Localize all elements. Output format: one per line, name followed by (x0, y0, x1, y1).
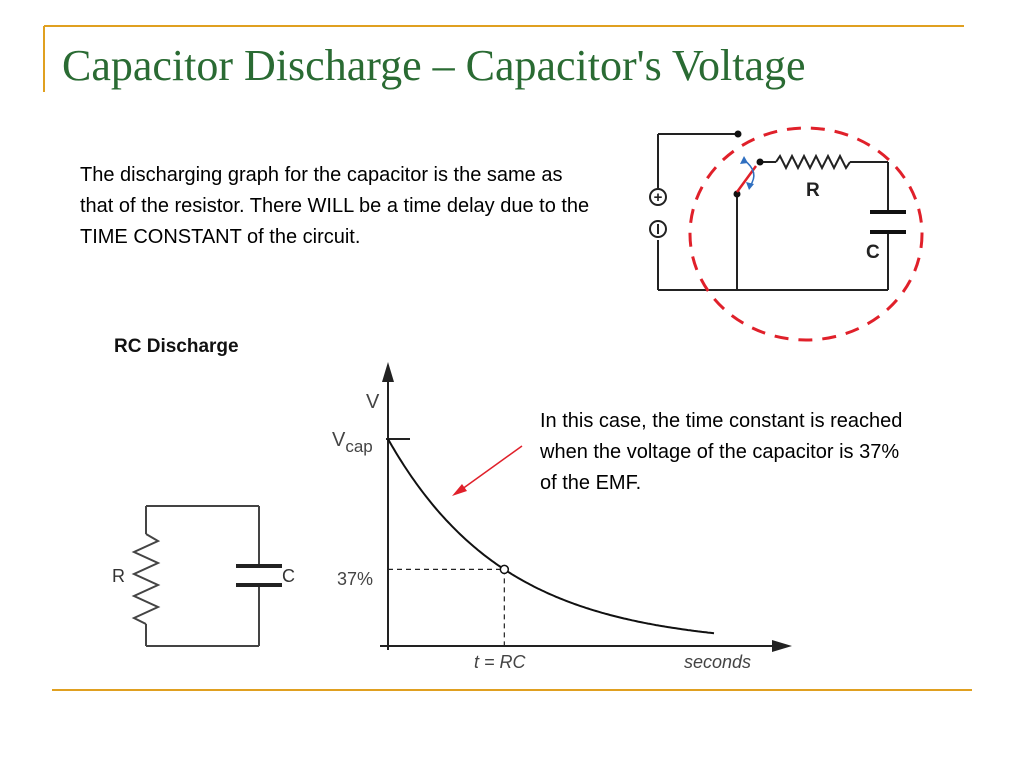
rc-schematic (131, 505, 260, 647)
circuit-resistor-label: R (806, 180, 820, 201)
graph-y-axis-arrow (382, 362, 394, 382)
rc-discharge-heading: RC Discharge (114, 336, 239, 357)
time-constant-note: In this case, the time constant is reach… (540, 410, 903, 494)
pointer-arrow-head (452, 484, 467, 496)
switch-arrow-head-bottom (746, 182, 754, 190)
time-constant-label: t = RC (474, 652, 527, 672)
level-label: 37% (337, 569, 373, 589)
terminal-top (734, 130, 742, 138)
switch-arrow-head-top (740, 156, 748, 164)
rc-capacitor-label: C (282, 566, 295, 586)
terminal-resistor (756, 158, 764, 166)
vcap-main: V (332, 429, 346, 451)
time-constant-point (499, 564, 510, 575)
intro-paragraph: The discharging graph for the capacitor … (80, 164, 590, 248)
resistor-zigzag (775, 153, 851, 171)
battery-plus-icon (649, 188, 667, 206)
terminal-switch (733, 190, 741, 198)
rc-resistor-zigzag (131, 533, 161, 625)
vcap-sub: cap (345, 437, 372, 456)
rc-resistor-label: R (112, 566, 125, 586)
battery-plus-sign: + (654, 189, 663, 206)
highlight-circle (688, 126, 924, 342)
decay-curve (387, 438, 715, 635)
graph-x-axis-arrow (772, 640, 792, 652)
circuit-schematic (657, 133, 889, 291)
y-axis-label: V (366, 391, 380, 413)
circuit-capacitor-label: C (866, 242, 880, 263)
vcap-label: Vcap (332, 429, 373, 456)
slide-title: Capacitor Discharge – Capacitor's Voltag… (62, 41, 806, 90)
x-unit-label: seconds (684, 652, 751, 672)
pointer-arrow (457, 445, 523, 493)
